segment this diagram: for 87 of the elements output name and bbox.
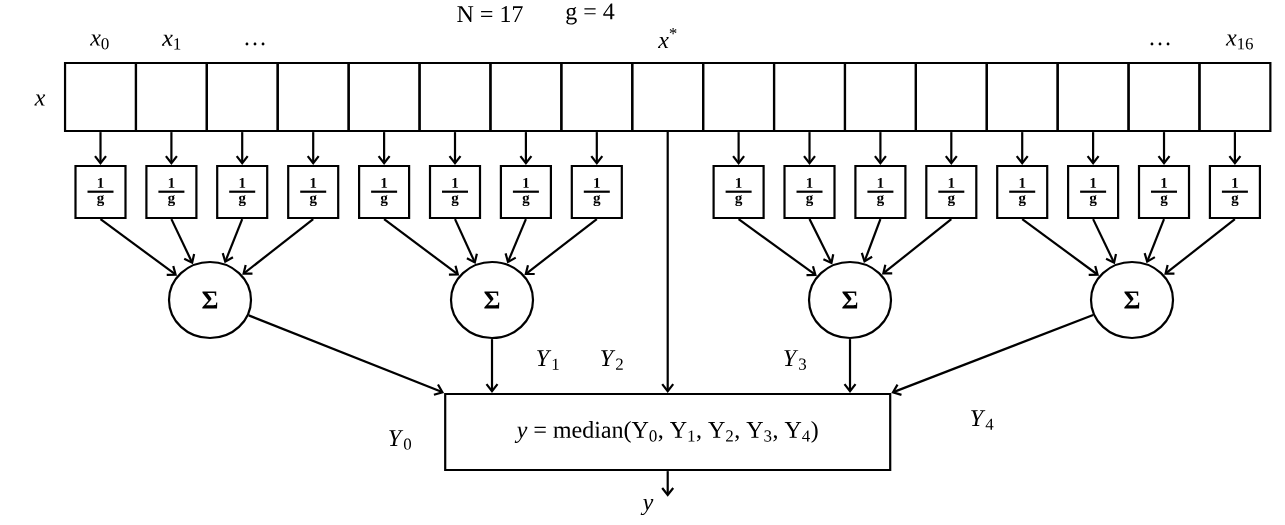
parameter-label: N = 17 [457, 6, 523, 22]
median-box: y = median(Y$_{0}$, Y$_{1}$, Y$_{2}$, Y$_{3}$, Y$_{4}$) [444, 392, 892, 472]
array-cell [702, 61, 776, 133]
arrow [248, 314, 445, 396]
arrow [504, 218, 527, 264]
arrow [661, 132, 675, 393]
arrow [808, 218, 835, 265]
array-cell [772, 61, 847, 133]
arrow [860, 218, 882, 264]
arrow [1164, 218, 1236, 275]
arrow [732, 132, 745, 165]
array-cell [560, 61, 634, 133]
arrow [590, 132, 604, 165]
weight-box: 1 g [1067, 164, 1120, 220]
weight-box: 1 g [74, 164, 127, 220]
arrow [803, 132, 816, 165]
arrow [1092, 218, 1118, 265]
arrow [519, 132, 533, 165]
cell-label: x$_{1}$ [161, 34, 181, 50]
array-cell [1198, 61, 1272, 133]
weight-box: 1 g [712, 164, 765, 220]
arrow [448, 132, 462, 165]
arrow [242, 218, 314, 275]
edge-label: Y$_{3}$ [781, 349, 809, 371]
arrow [377, 132, 391, 165]
array-cell [1127, 61, 1201, 133]
edge-label: Y$_{2}$ [598, 349, 626, 371]
weight-box: 1 g [1137, 164, 1191, 220]
arrow [454, 218, 478, 264]
weight-box: 1 g [925, 164, 978, 220]
arrow [1021, 218, 1100, 276]
output-label: y [640, 498, 654, 516]
cell-label: x$_{16}$ [1225, 34, 1253, 50]
cell-label: … [1150, 42, 1170, 46]
edge-label: Y$_{1}$ [534, 349, 562, 371]
array-cell [418, 61, 492, 133]
weight-box: 1 g [499, 164, 552, 220]
arrow [524, 218, 598, 276]
arrow [1143, 218, 1166, 264]
arrow [94, 132, 107, 165]
weight-box: 1 g [996, 164, 1049, 220]
array-cell [134, 61, 208, 133]
array-cell [63, 61, 138, 133]
arrow [383, 218, 460, 276]
array-cell [985, 61, 1059, 133]
arrow [165, 132, 178, 165]
arrow [881, 218, 952, 275]
cell-label: x$_{0}$ [89, 34, 109, 50]
arrow [944, 132, 958, 165]
weight-box: 1 g [570, 164, 623, 220]
arrow [221, 218, 244, 264]
array-cell [1056, 61, 1130, 133]
arrow [891, 314, 1094, 396]
weight-box: 1 g [1208, 164, 1261, 220]
array-cell [489, 61, 563, 133]
arrow [737, 218, 817, 277]
arrow [843, 339, 857, 393]
arrow [874, 132, 887, 165]
arrow [1228, 132, 1242, 165]
weight-box: 1 g [783, 164, 836, 220]
arrow [1015, 132, 1029, 165]
weight-box: 1 g [358, 164, 411, 220]
arrow [1157, 132, 1171, 165]
parameter-label: x [34, 94, 46, 106]
arrow [661, 471, 675, 497]
weight-box: 1 g [145, 164, 198, 220]
arrow [1086, 132, 1100, 165]
parameter-label: g = 4 [566, 3, 615, 25]
array-cell [914, 61, 988, 133]
arrow [306, 132, 320, 165]
arrow [99, 218, 178, 276]
array-cell [276, 61, 350, 133]
weight-box: 1 g [216, 164, 269, 220]
array-cell [631, 61, 705, 133]
array-cell [347, 61, 421, 133]
arrow [485, 339, 499, 393]
array-cell [843, 61, 917, 133]
weight-box: 1 g [287, 164, 340, 220]
array-cell [205, 61, 279, 133]
arrow [235, 132, 249, 165]
cell-label: x$^{*}$ [657, 28, 677, 48]
cell-label: … [245, 42, 265, 46]
weight-box: 1 g [428, 164, 482, 220]
edge-label: Y$_{0}$ [386, 429, 414, 451]
arrow [170, 218, 196, 265]
edge-label: Y$_{4}$ [968, 409, 996, 431]
weight-box: 1 g [854, 164, 907, 220]
